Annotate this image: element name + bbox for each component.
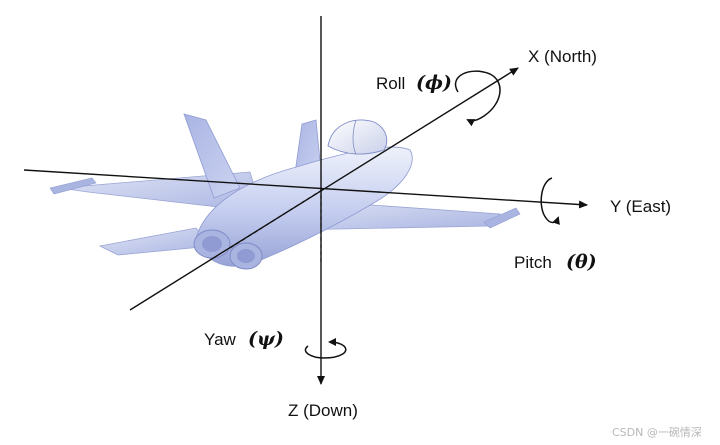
z-axis-label: Z (Down) [288,401,358,420]
left-vertical-fin [183,113,241,199]
yaw-label: Yaw [204,330,237,349]
right-engine-nozzle-inner [237,249,255,263]
x-axis-label: X (North) [528,47,597,66]
watermark-text: CSDN @一碗情深 [612,425,702,439]
yaw-symbol: (ψ) [248,328,284,350]
canopy [327,119,388,155]
canopy-frame [352,119,357,155]
y-axis [23,169,588,209]
left-wingtip-rail [49,177,97,195]
roll-rotation-arrow [454,70,501,127]
pitch-symbol: (θ) [566,251,597,273]
roll-label: Roll [376,74,405,93]
roll-symbol: (ϕ) [416,72,452,94]
right-wingtip-rail [483,207,521,229]
fighter-jet-illustration [49,113,521,270]
left-engine-nozzle-inner [202,236,222,252]
pitch-rotation-arrow [540,177,560,225]
yaw-rotation-arrow [304,338,347,359]
pitch-label: Pitch [514,253,552,272]
x-axis [129,67,519,311]
y-axis-label: Y (East) [610,197,671,216]
axes-group [23,16,588,385]
